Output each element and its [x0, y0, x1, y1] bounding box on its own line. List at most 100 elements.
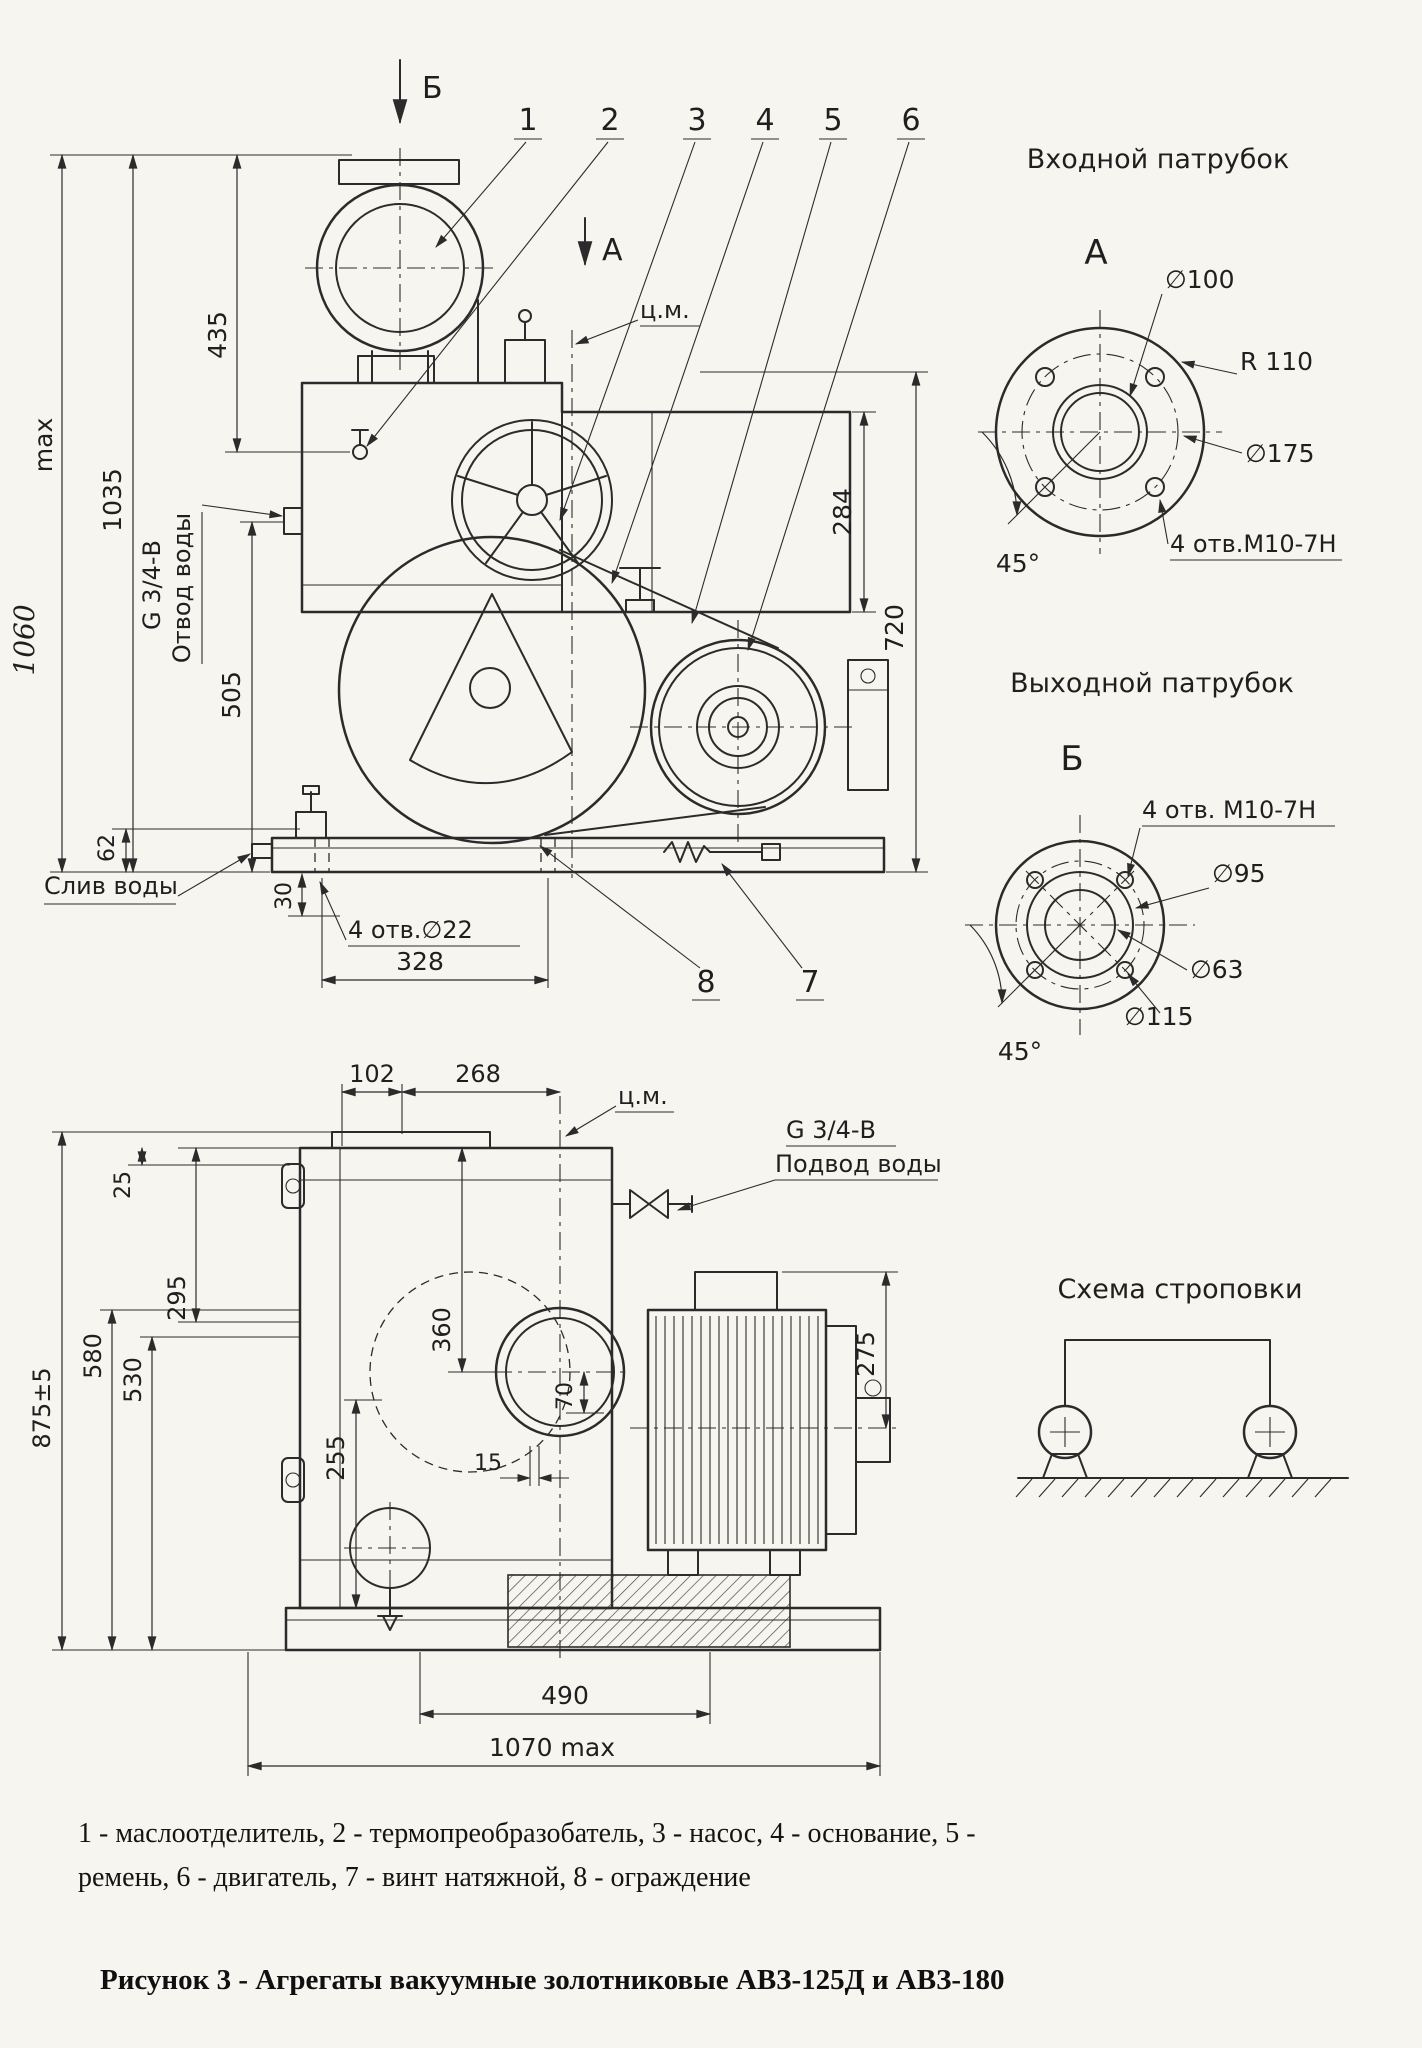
water-inlet-label: Подвод воды — [775, 1150, 942, 1178]
ground-hatching — [1015, 1478, 1332, 1498]
dim-1035-label: 1035 — [98, 468, 127, 532]
outlet-view-title: Выходной патрубок — [1010, 668, 1294, 699]
callout-6: 6 — [901, 103, 920, 138]
base-frame-side — [284, 1606, 882, 1652]
drain-valve-front — [619, 567, 661, 613]
callout-2: 2 — [600, 103, 619, 138]
water-outlet-stub — [283, 507, 303, 535]
motor-fins — [655, 1316, 819, 1544]
callout-4: 4 — [755, 103, 774, 138]
motor-bracket — [847, 659, 889, 791]
outlet-view-label: Б — [1060, 739, 1083, 779]
dim-268-label: 268 — [455, 1060, 501, 1088]
dim-max-label: max — [29, 418, 58, 472]
inlet-view-title: Входной патрубок — [1027, 144, 1290, 175]
dim-275-label: 275 — [852, 1331, 880, 1377]
dim-875-label: 875±5 — [28, 1367, 56, 1448]
base-frame — [270, 785, 886, 874]
pump-handwheel — [451, 419, 613, 581]
inlet-view-label: А — [1084, 233, 1107, 273]
section-b-label: Б — [422, 71, 443, 106]
callout-1: 1 — [518, 103, 537, 138]
sling-diagram: Схема строповки — [1015, 1274, 1349, 1498]
dim-580-label: 580 — [79, 1333, 107, 1379]
side-center-of-mass-label: ц.м. — [618, 1082, 668, 1110]
water-drain-label: Слив воды — [44, 872, 178, 900]
water-inlet-thread-label: G 3/4-В — [786, 1116, 876, 1144]
water-inlet-valve — [611, 1189, 693, 1219]
top-valve-body — [504, 339, 546, 384]
front-view-dimensions-bottom: 30 4 отв.∅22 328 — [272, 872, 550, 988]
dim-30-label: 30 — [272, 882, 297, 910]
belt-guard — [337, 535, 647, 845]
sling-roller-left — [1037, 1404, 1093, 1460]
side-view-dimensions-left: 875±5 580 530 295 25 — [28, 1130, 332, 1652]
front-view-machine-outline — [251, 148, 889, 878]
legend-line-2: ремень, 6 - двигатель, 7 - винт натяжной… — [78, 1862, 751, 1894]
outlet-dia95-label: ∅95 — [1212, 859, 1266, 888]
dim-490-label: 490 — [541, 1681, 589, 1710]
electric-motor — [630, 1271, 902, 1576]
water-outlet-label: Отвод воды — [168, 513, 196, 663]
dim-102-label: 102 — [349, 1060, 395, 1088]
belt-bottom-line — [544, 806, 766, 836]
front-view-dimensions-left: max 1060 1035 435 505 62 G 3/4-В Отвод в… — [8, 153, 352, 905]
water-outlet-thread-label: G 3/4-В — [138, 540, 166, 630]
callout-7: 7 — [800, 965, 819, 1000]
inlet-port-view: Входной патрубок А 45° ∅100 R 110 ∅175 4… — [978, 144, 1342, 578]
front-view-callouts-top: 1 2 3 4 5 6 — [366, 103, 925, 652]
dim-62-label: 62 — [95, 834, 120, 862]
inlet-angle-label: 45° — [996, 549, 1040, 578]
side-view-dimensions-inner: 255 360 70 15 — [322, 1146, 604, 1610]
dim-1060-handwritten-label: 1060 — [8, 604, 41, 675]
dim-530-label: 530 — [119, 1357, 147, 1403]
dim-15-label: 15 — [474, 1451, 502, 1476]
dim-295-label: 295 — [163, 1275, 191, 1321]
dim-720-label: 720 — [880, 604, 909, 652]
dim-360-label: 360 — [428, 1307, 456, 1353]
outlet-bolt-holes-label: 4 отв. М10-7Н — [1142, 796, 1316, 824]
front-view-dimensions-right: 284 720 — [700, 370, 928, 874]
outlet-angle-label: 45° — [998, 1037, 1042, 1066]
inlet-r110-label: R 110 — [1240, 347, 1313, 376]
tension-screw — [663, 841, 781, 863]
pump-housing-side — [298, 1146, 614, 1610]
outlet-port-view: Выходной патрубок Б 45° 4 отв. М10-7Н ∅9… — [965, 668, 1335, 1066]
sling-title: Схема строповки — [1057, 1274, 1302, 1305]
front-center-of-mass-label: ц.м. — [640, 296, 690, 324]
oil-drain-assembly — [344, 1502, 436, 1631]
mounting-tab-upper — [281, 1163, 305, 1209]
callout-5: 5 — [823, 103, 842, 138]
belt-top-line — [559, 549, 779, 649]
base-holes-label: 4 отв.∅22 — [348, 916, 473, 944]
belt-guard-side-hatched — [507, 1574, 791, 1648]
dim-1070-label: 1070 max — [489, 1733, 615, 1762]
side-view-machine-outline — [281, 1096, 902, 1662]
sling-frame — [1064, 1339, 1271, 1407]
section-a-label: А — [602, 233, 623, 268]
thermal-converter-boss — [352, 444, 368, 460]
callout-8: 8 — [696, 965, 715, 1000]
legend-line-1: 1 - маслоотделитель, 2 - термопреобразоб… — [78, 1818, 976, 1849]
inlet-dia100-label: ∅100 — [1165, 265, 1235, 294]
dim-25-label: 25 — [111, 1171, 136, 1199]
dim-435-label: 435 — [203, 311, 232, 359]
dim-505-label: 505 — [217, 671, 246, 719]
outlet-dia63-label: ∅63 — [1190, 955, 1244, 984]
side-view-dimensions-right: 275 — [782, 1270, 898, 1430]
inlet-flange-plate — [338, 159, 460, 185]
water-drain-stub — [251, 843, 273, 859]
pump-body-outline — [300, 381, 852, 614]
inlet-dia175-label: ∅175 — [1245, 439, 1315, 468]
figure-legend: 1 - маслоотделитель, 2 - термопреобразоб… — [78, 1812, 1358, 1900]
dim-70-label: 70 — [553, 1382, 578, 1410]
mounting-tab-lower — [281, 1457, 305, 1503]
motor-terminal-box — [694, 1271, 778, 1311]
front-view: Б А 1 2 3 4 5 6 — [8, 59, 928, 1001]
callout-3: 3 — [687, 103, 706, 138]
sling-roller-right — [1242, 1404, 1298, 1460]
figure-caption: Рисунок 3 - Агрегаты вакуумные золотнико… — [100, 1964, 1005, 1996]
outlet-dia115-label: ∅115 — [1124, 1002, 1194, 1031]
